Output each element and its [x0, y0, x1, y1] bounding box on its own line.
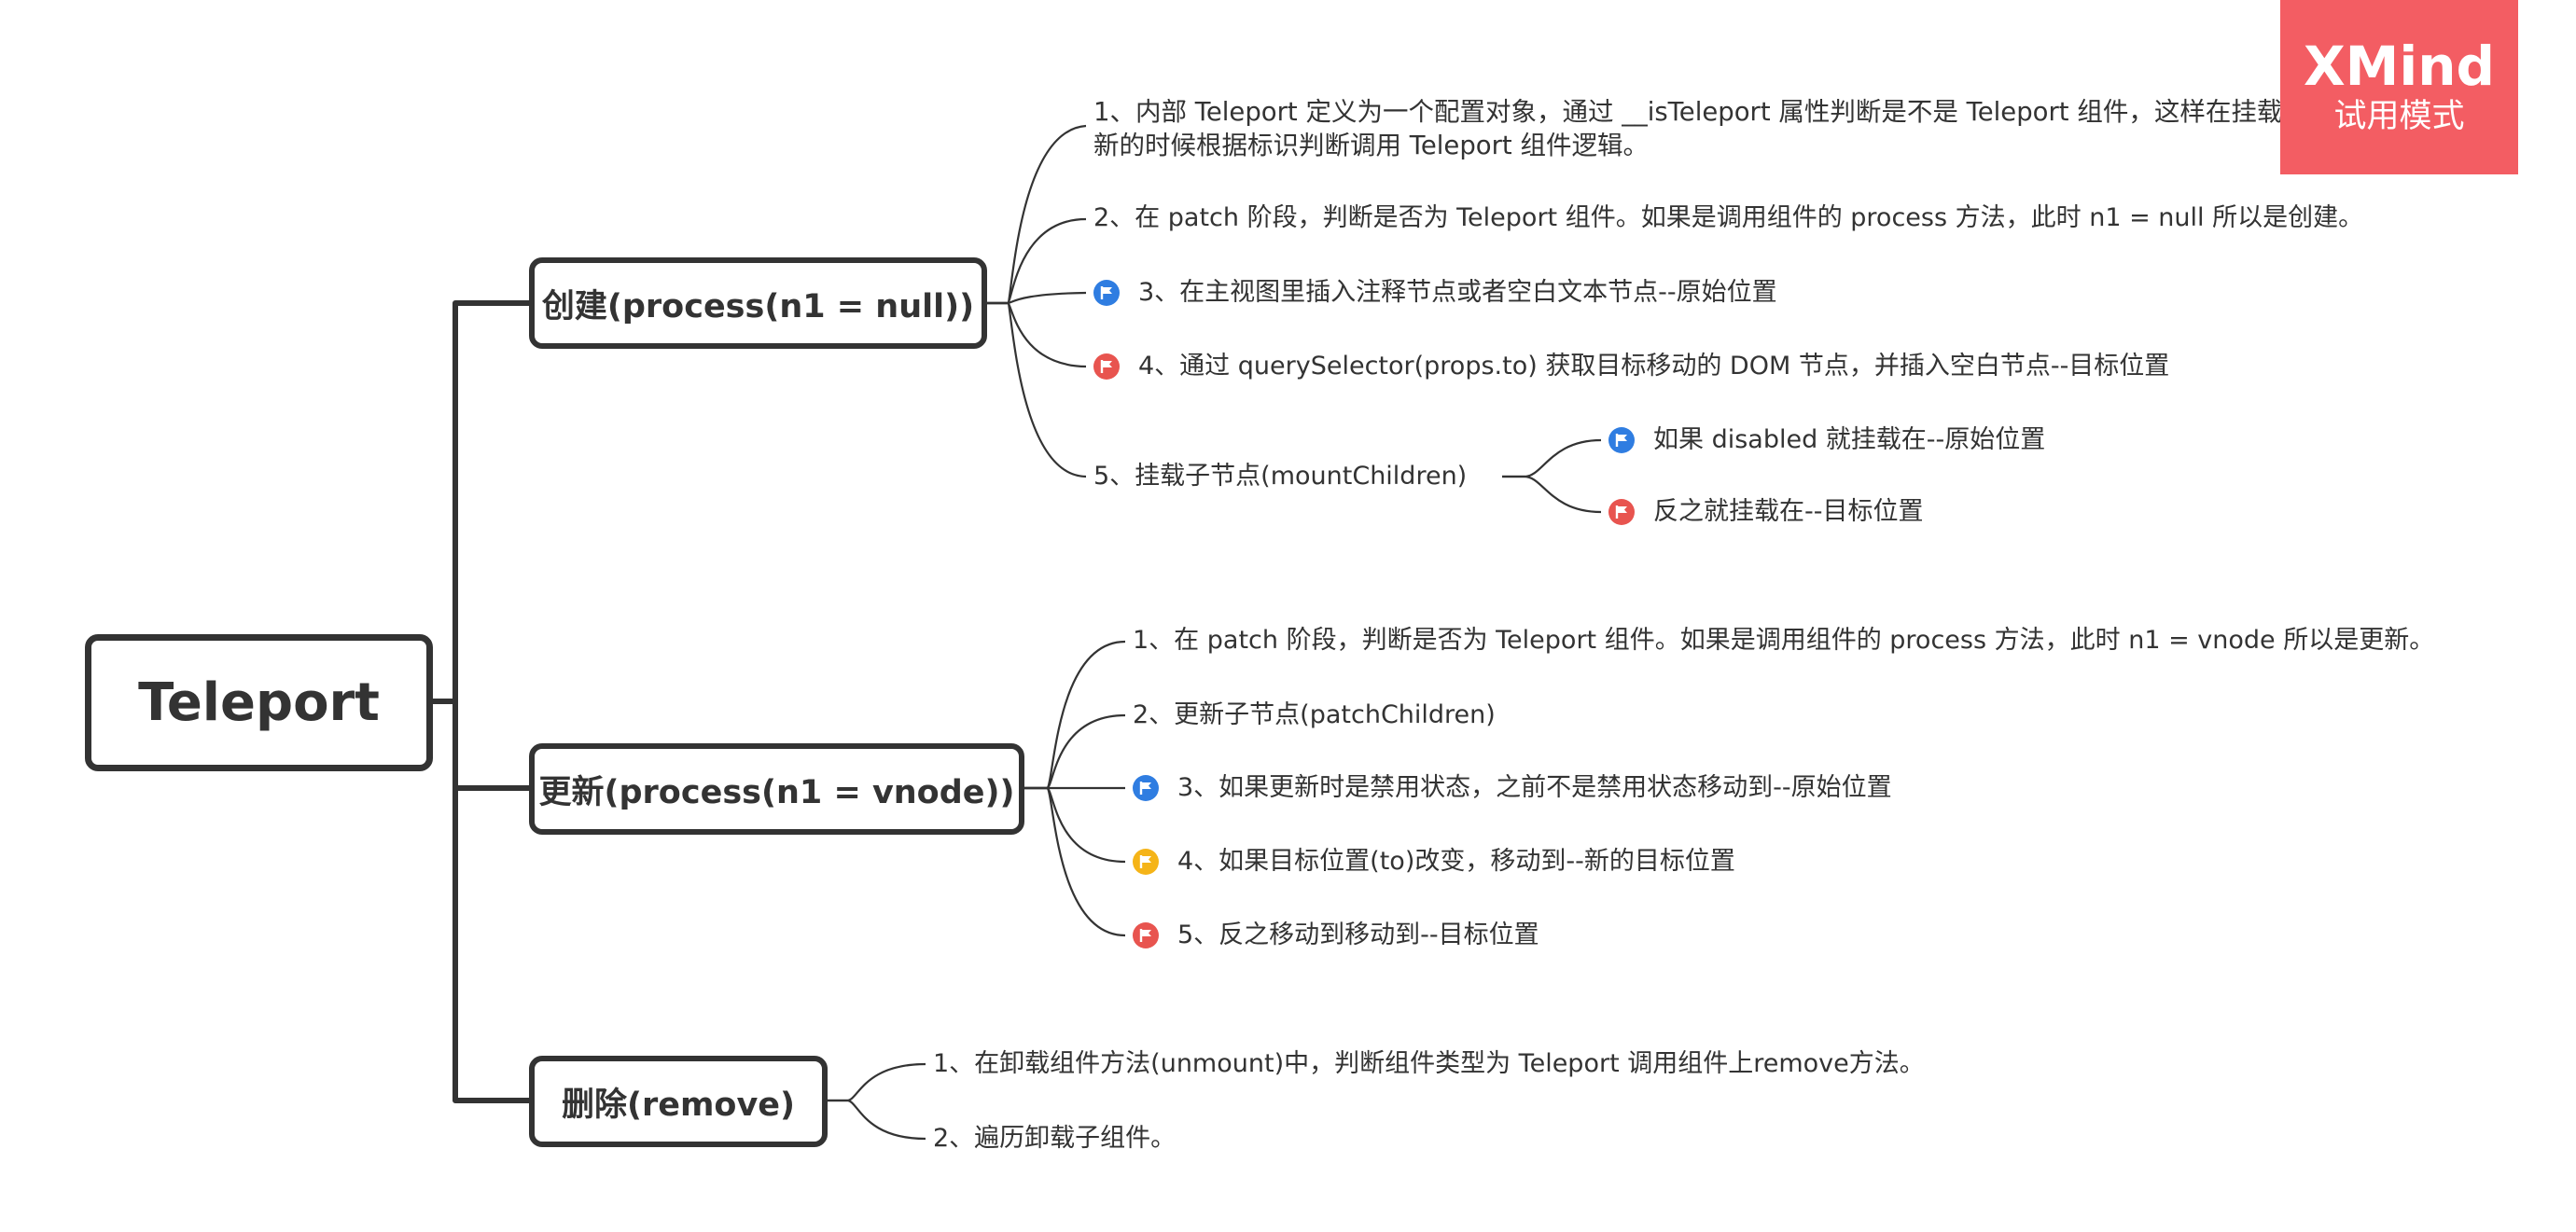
watermark-title: XMind	[2303, 35, 2496, 98]
mount-child-2[interactable]: 反之就挂载在--目标位置	[1653, 497, 1924, 526]
blue-flag-icon	[1133, 775, 1159, 801]
update-item-3[interactable]: 3、如果更新时是禁用状态，之前不是禁用状态移动到--原始位置	[1177, 773, 1892, 802]
create-item-2[interactable]: 2、在 patch 阶段，判断是否为 Teleport 组件。如果是调用组件的 …	[1093, 203, 2364, 232]
create-item-1[interactable]: 1、内部 Teleport 定义为一个配置对象，通过 __isTeleport …	[1093, 97, 2334, 160]
branch-remove[interactable]: 删除(remove)	[529, 1056, 828, 1147]
create-item-5[interactable]: 5、挂载子节点(mountChildren)	[1093, 462, 1468, 491]
create-item-4[interactable]: 4、通过 querySelector(props.to) 获取目标移动的 DOM…	[1138, 352, 2170, 381]
update-item-1[interactable]: 1、在 patch 阶段，判断是否为 Teleport 组件。如果是调用组件的 …	[1133, 626, 2435, 655]
update-item-5[interactable]: 5、反之移动到移动到--目标位置	[1177, 921, 1539, 949]
branch-create[interactable]: 创建(process(n1 = null))	[529, 257, 987, 349]
root-topic[interactable]: Teleport	[85, 634, 433, 771]
red-flag-icon	[1133, 922, 1159, 948]
xmind-trial-watermark: XMind 试用模式	[2280, 0, 2518, 174]
remove-item-1[interactable]: 1、在卸载组件方法(unmount)中，判断组件类型为 Teleport 调用组…	[933, 1049, 1925, 1078]
red-flag-icon	[1608, 499, 1635, 525]
update-item-4[interactable]: 4、如果目标位置(to)改变，移动到--新的目标位置	[1177, 847, 1735, 876]
orange-flag-icon	[1133, 849, 1159, 875]
blue-flag-icon	[1608, 427, 1635, 453]
mount-child-1[interactable]: 如果 disabled 就挂载在--原始位置	[1653, 425, 2046, 454]
red-flag-icon	[1093, 353, 1120, 380]
create-item-3[interactable]: 3、在主视图里插入注释节点或者空白文本节点--原始位置	[1138, 278, 1777, 307]
blue-flag-icon	[1093, 280, 1120, 306]
branch-update[interactable]: 更新(process(n1 = vnode))	[529, 743, 1024, 835]
update-item-2[interactable]: 2、更新子节点(patchChildren)	[1133, 700, 1496, 729]
watermark-subtitle: 试用模式	[2333, 98, 2465, 135]
remove-item-2[interactable]: 2、遍历卸载子组件。	[933, 1124, 1177, 1153]
